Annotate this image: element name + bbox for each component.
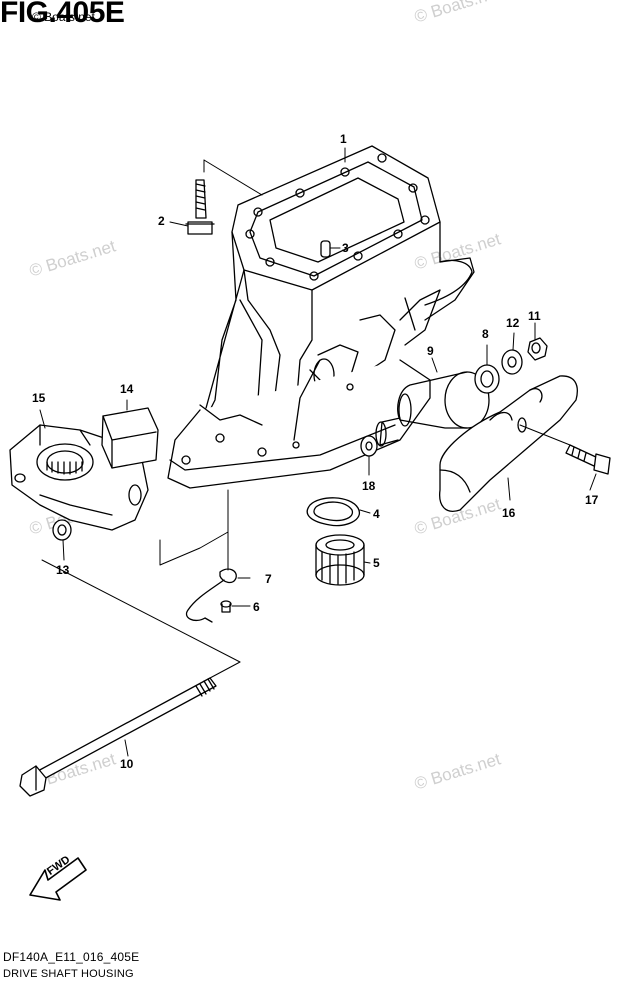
washer-part-13	[52, 519, 72, 541]
callout-15: 15	[32, 391, 46, 405]
seal-part-4	[306, 497, 361, 527]
washer-part-12	[501, 349, 523, 375]
callout-9: 9	[427, 344, 434, 358]
wire-clamp-part-7	[185, 568, 237, 623]
long-bolt-part-10	[19, 677, 217, 797]
callout-12: 12	[506, 316, 520, 330]
callout-17: 17	[585, 493, 599, 507]
callout-5: 5	[373, 556, 380, 570]
callout-1: 1	[340, 132, 347, 146]
forward-direction-arrow	[29, 857, 87, 901]
bearing-part-5	[315, 534, 365, 586]
washer-part-8	[474, 364, 500, 394]
callout-7: 7	[265, 572, 272, 586]
screw-part-6	[220, 600, 232, 613]
nut-part-11	[527, 337, 548, 361]
dowel-pin-part-3	[320, 240, 331, 258]
figure-caption: DRIVE SHAFT HOUSING	[3, 968, 134, 980]
callout-6: 6	[253, 600, 260, 614]
bolt-part-2	[185, 179, 215, 235]
bolt-part-17	[565, 444, 611, 475]
callout-3: 3	[342, 241, 349, 255]
callout-10: 10	[120, 757, 134, 771]
callout-4: 4	[373, 507, 380, 521]
figure-subtitle-watermark: © Boats.net	[32, 10, 95, 24]
callout-18: 18	[362, 479, 376, 493]
mount-cover-part-16	[439, 375, 578, 512]
callout-2: 2	[158, 214, 165, 228]
callout-16: 16	[502, 506, 516, 520]
callout-14: 14	[120, 382, 134, 396]
drive-shaft-housing-part	[167, 145, 475, 489]
figure-title: FIG.405E	[0, 0, 125, 29]
leader-lines	[39, 147, 597, 757]
rubber-block-part-14	[101, 407, 159, 469]
callout-8: 8	[482, 327, 489, 341]
washer-part-18	[360, 435, 378, 457]
callout-13: 13	[56, 563, 70, 577]
callout-11: 11	[528, 309, 541, 323]
drawing-code: DF140A_E11_016_405E	[3, 950, 140, 964]
